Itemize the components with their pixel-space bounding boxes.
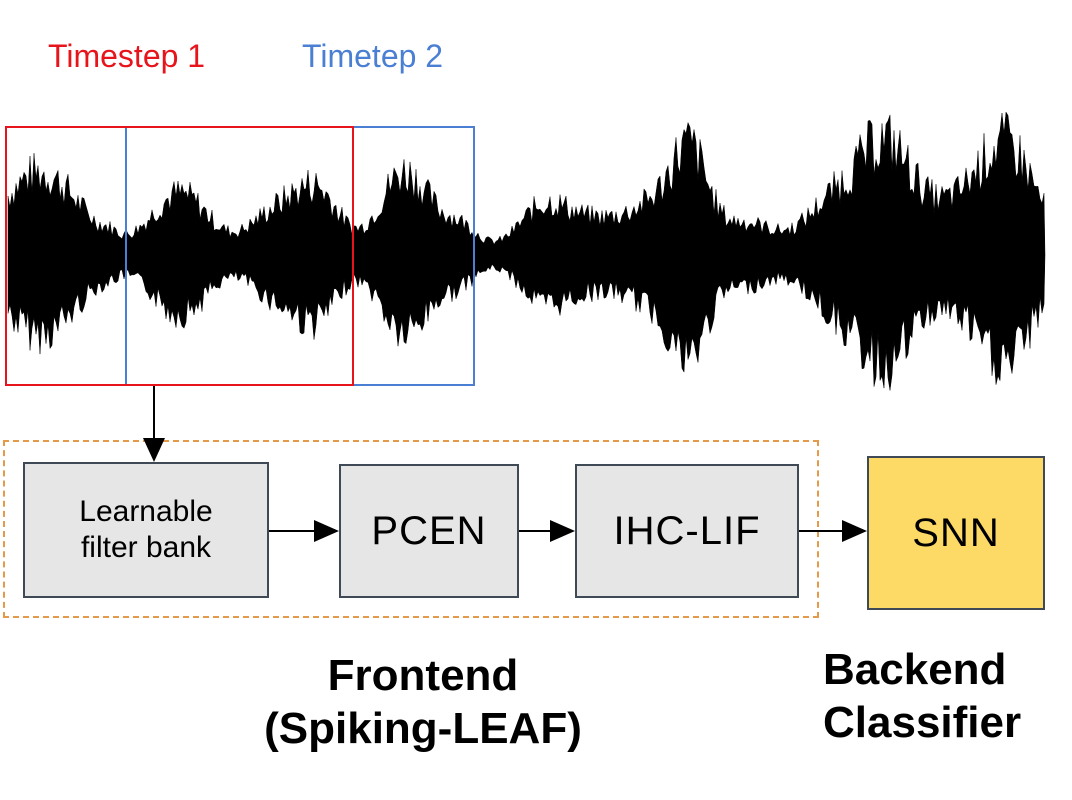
timestep-1-window (5, 126, 354, 386)
timestep-1-label: Timestep 1 (48, 38, 206, 74)
ihc-lif-block: IHC-LIF (575, 464, 799, 598)
arrow-window-to-filterbank-head (143, 438, 165, 462)
snn-label: SNN (912, 511, 1000, 555)
arrow-ihclif-to-snn-head (842, 520, 867, 542)
learnable-filter-bank-label: Learnable filter bank (79, 495, 213, 564)
pcen-label: PCEN (371, 509, 487, 553)
arrow-pcen-to-ihclif-head (550, 520, 575, 542)
ihc-lif-label: IHC-LIF (613, 509, 761, 553)
frontend-group (3, 440, 819, 618)
timestep-2-label: Timetep 2 (302, 38, 444, 74)
snn-block: SNN (867, 456, 1045, 610)
pcen-block: PCEN (339, 464, 519, 598)
arrow-filterbank-to-pcen-head (314, 520, 339, 542)
learnable-filter-bank-block: Learnable filter bank (23, 462, 269, 598)
backend-caption: Backend Classifier (823, 645, 1022, 747)
frontend-caption: Frontend (Spiking-LEAF) (264, 651, 582, 753)
